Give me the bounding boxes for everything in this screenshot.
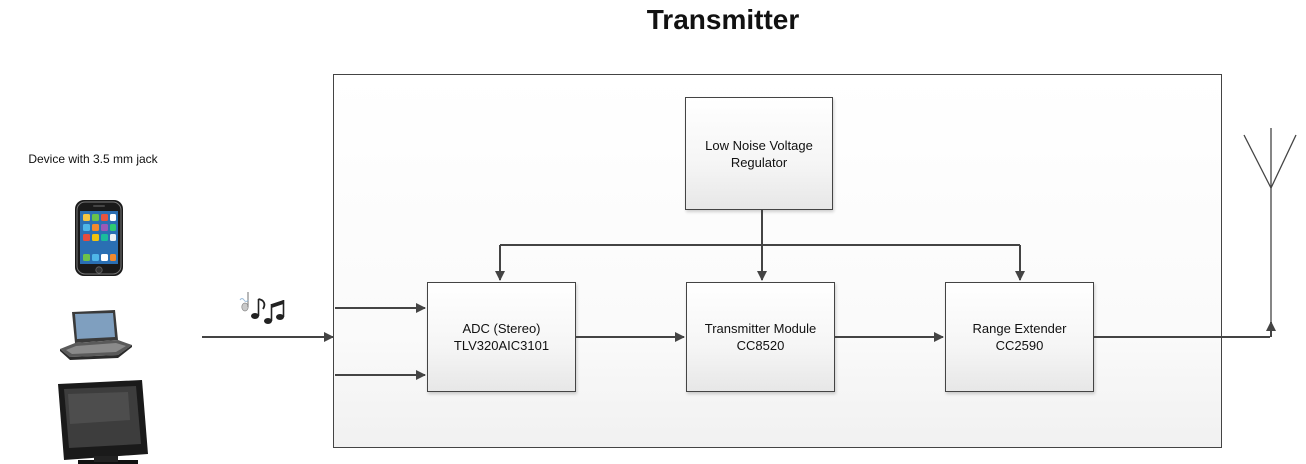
transmitter-module-block: Transmitter Module CC8520 [686, 282, 835, 392]
laptop-icon [60, 310, 132, 360]
voltage-regulator-label-line1: Low Noise Voltage [705, 137, 813, 153]
device-caption: Device with 3.5 mm jack [28, 152, 158, 166]
adc-label-line1: ADC (Stereo) [462, 321, 541, 336]
antenna-icon [1243, 128, 1297, 322]
television-icon [58, 380, 148, 464]
transmitter-module-label-line2: CC8520 [736, 338, 785, 353]
range-extender-label-line1: Range Extender [972, 321, 1067, 336]
connector-lines [202, 210, 1276, 380]
voltage-regulator-block: Low Noise Voltage Regulator [685, 97, 833, 210]
diagram-title: Transmitter [646, 4, 800, 35]
music-notes-icon [239, 292, 285, 324]
range-extender-label-line2: CC2590 [995, 338, 1044, 353]
transmitter-module-label-line1: Transmitter Module [704, 321, 817, 336]
smartphone-icon [75, 200, 123, 276]
adc-label-line2: TLV320AIC3101 [453, 338, 550, 353]
range-extender-block: Range Extender CC2590 [945, 282, 1094, 392]
voltage-regulator-label-line2: Regulator [730, 154, 788, 170]
adc-block: ADC (Stereo) TLV320AIC3101 [427, 282, 576, 392]
